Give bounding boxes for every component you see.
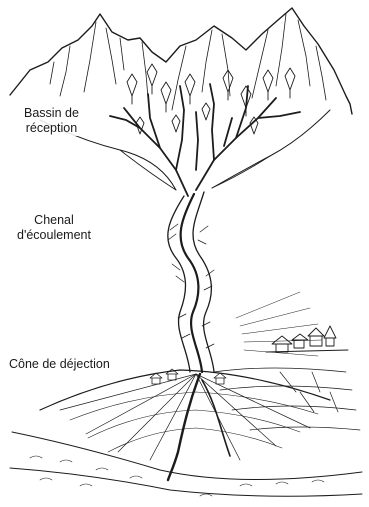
fan-concentric-lines	[70, 392, 318, 452]
mountain-hatching	[50, 14, 326, 110]
label-bassin-line-2: réception	[24, 121, 79, 136]
fan-side-channel	[202, 380, 230, 456]
river-bank-upper	[10, 468, 362, 496]
mountain-ridge	[10, 8, 352, 114]
label-chenal-line-2: d'écoulement	[17, 228, 91, 243]
fan-main-channel	[168, 374, 200, 480]
tributaries	[110, 84, 300, 196]
basin-lower-slope	[120, 150, 270, 190]
channel-left-bank	[168, 196, 190, 372]
village	[266, 326, 348, 352]
label-bassin-de-reception: Bassin de réception	[24, 106, 79, 136]
label-bassin-line-1: Bassin de	[24, 106, 79, 121]
basin-right-edge	[212, 110, 330, 188]
label-chenal-d-ecoulement: Chenal d'écoulement	[17, 213, 91, 243]
label-cone-de-dejection: Cône de déjection	[9, 357, 110, 372]
label-chenal-line-1: Chenal	[17, 213, 91, 228]
sun-rays	[236, 292, 322, 356]
terraced-fields	[214, 368, 360, 430]
plain-line	[12, 432, 362, 480]
river-gravel	[30, 456, 324, 496]
fan-radial-lines	[60, 374, 310, 460]
